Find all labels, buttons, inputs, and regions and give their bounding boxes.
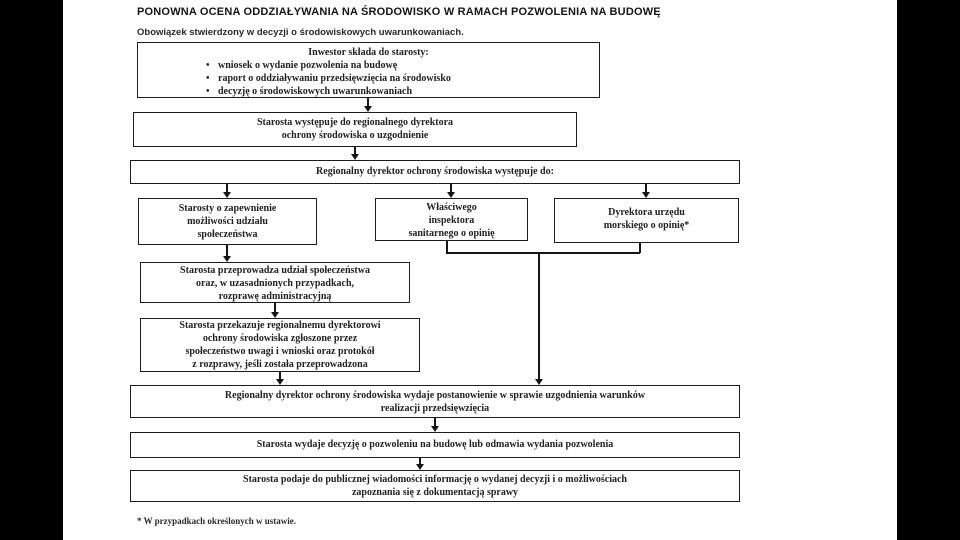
arrow-down-icon: [642, 184, 650, 198]
flow-box-inspektor-sanitarny: Właściwego inspektora sanitarnego o opin…: [375, 198, 528, 241]
box-text-line: Starosty o zapewnienie: [178, 203, 277, 214]
arrow-down-icon: [364, 98, 372, 112]
investor-bullet-3-text: decyzję o środowiskowych uwarunkowaniach: [218, 86, 412, 97]
box-text-line: zapoznania się z dokumentacją sprawy: [351, 487, 519, 498]
box-text-line: społeczeństwo uwagi i wnioski oraz proto…: [185, 346, 375, 357]
box-text-line: Starosta podaje do publicznej wiadomości…: [243, 474, 627, 485]
flow-box-rdos-wystepuje: Regionalny dyrektor ochrony środowiska w…: [130, 160, 740, 184]
box-text-line: Dyrektora urzędu: [608, 207, 685, 218]
box-text-line: Starosta wydaje decyzję o pozwoleniu na …: [256, 439, 614, 450]
flow-box-decyzja: Starosta wydaje decyzję o pozwoleniu na …: [130, 432, 740, 458]
box-text-line: Starosta przekazuje regionalnemu dyrekto…: [179, 320, 381, 331]
investor-bullet-1-text: wniosek o wydanie pozwolenia na budowę: [218, 60, 398, 71]
bullet-icon: •: [206, 60, 210, 71]
investor-bullet-2-text: raport o oddziaływaniu przedsięwzięcia n…: [218, 73, 451, 84]
arrow-down-icon: [223, 184, 231, 198]
page-subtitle: Obowiązek stwierdzony w decyzji o środow…: [137, 27, 464, 38]
box-text-line: Właściwego: [426, 202, 477, 213]
box-text-line: sanitarnego o opinię: [408, 228, 495, 239]
box-text-line: Starosta przeprowadza udział społeczeńst…: [180, 265, 370, 276]
arrow-down-icon: [447, 184, 455, 198]
connector-line: [639, 243, 641, 253]
investor-bullet-1: • wniosek o wydanie pozwolenia na budowę: [138, 59, 599, 72]
box-text-line: Regionalny dyrektor ochrony środowiska w…: [316, 166, 554, 177]
box-text-line: Starosta występuje do regionalnego dyrek…: [256, 117, 454, 128]
box-text-line: realizacji przedsięwzięcia: [380, 403, 490, 414]
flow-box-przeprowadza-udzial: Starosta przeprowadza udział społeczeńst…: [140, 262, 410, 303]
flow-box-investor: Inwestor składa do starosty: • wniosek o …: [137, 42, 600, 98]
box-text-line: Regionalny dyrektor ochrony środowiska w…: [224, 390, 646, 401]
flow-box-urzad-morski: Dyrektora urzędu morskiego o opinię*: [554, 198, 739, 243]
connector-line: [446, 241, 448, 253]
box-text-line: z rozprawy, jeśli została przeprowadzona: [192, 359, 368, 370]
box-text-line: oraz, w uzasadnionych przypadkach,: [195, 278, 355, 289]
flow-box-postanowienie: Regionalny dyrektor ochrony środowiska w…: [130, 385, 740, 418]
arrow-down-icon: [276, 372, 284, 385]
arrow-down-icon: [223, 245, 231, 262]
flow-box-przekazuje-uwagi: Starosta przekazuje regionalnemu dyrekto…: [140, 318, 420, 372]
box-text-line: morskiego o opinię*: [603, 220, 690, 231]
arrow-down-icon: [271, 303, 279, 318]
box-text-line: ochrony środowiska o uzgodnienie: [281, 130, 429, 141]
bullet-icon: •: [206, 73, 210, 84]
arrow-down-icon: [416, 458, 424, 470]
box-text-line: rozprawę administracyjną: [218, 291, 332, 302]
investor-bullet-2: • raport o oddziaływaniu przedsięwzięcia …: [138, 72, 599, 85]
box-text-line: ochrony środowiska zgłoszone przez: [202, 333, 358, 344]
box-text-line: możliwości udziału: [187, 216, 268, 227]
box-text-line: społeczeństwa: [197, 229, 258, 240]
bullet-icon: •: [206, 86, 210, 97]
box-text-line: inspektora: [428, 215, 475, 226]
connector-line: [446, 252, 641, 254]
investor-box-heading: Inwestor składa do starosty:: [308, 47, 429, 58]
footnote: * W przypadkach określonych w ustawie.: [137, 516, 297, 526]
flow-box-starosta-uzgodnienie: Starosta występuje do regionalnego dyrek…: [133, 112, 577, 147]
letterbox-left: [0, 0, 63, 540]
flow-box-publiczna-wiadomosc: Starosta podaje do publicznej wiadomości…: [130, 470, 740, 502]
flow-box-starosty-udzial: Starosty o zapewnienie możliwości udział…: [138, 198, 317, 245]
page-title: PONOWNA OCENA ODDZIAŁYWANIA NA ŚRODOWISK…: [137, 6, 661, 18]
arrow-down-icon: [431, 418, 439, 432]
arrow-down-icon: [535, 253, 543, 385]
letterbox-right: [897, 0, 960, 540]
investor-bullet-3: • decyzję o środowiskowych uwarunkowaniac…: [138, 85, 599, 98]
arrow-down-icon: [351, 147, 359, 160]
